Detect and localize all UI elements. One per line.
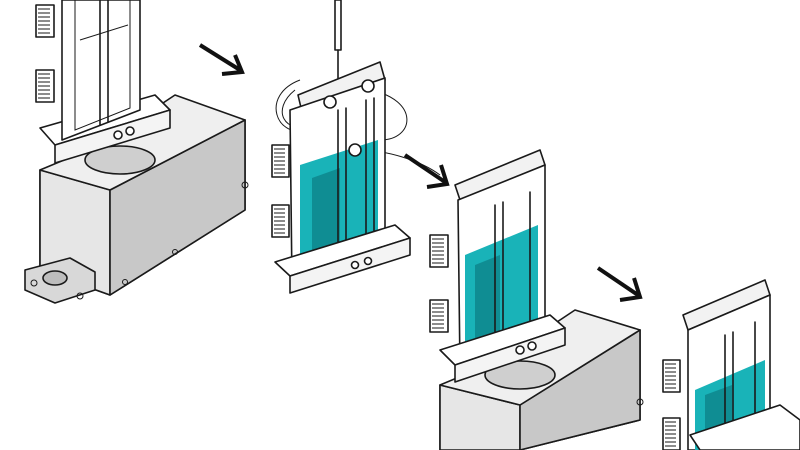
gel-cassette-empty: [39, 0, 171, 164]
arrow-right-down-icon: [403, 153, 450, 189]
electrophoresis-housing: [24, 94, 249, 304]
comb-connector: [35, 4, 55, 103]
arrow-right-down-icon: [596, 266, 643, 302]
step-2-cassette-filling: [271, 0, 441, 294]
arrow-right-down-icon: [198, 43, 245, 76]
step-3-filled-cassette-on-unit: [429, 149, 644, 450]
pipette-icon: [334, 0, 342, 79]
step-1-unit-with-cassette: [24, 0, 249, 304]
step-4-cassette-removed: [662, 279, 800, 450]
